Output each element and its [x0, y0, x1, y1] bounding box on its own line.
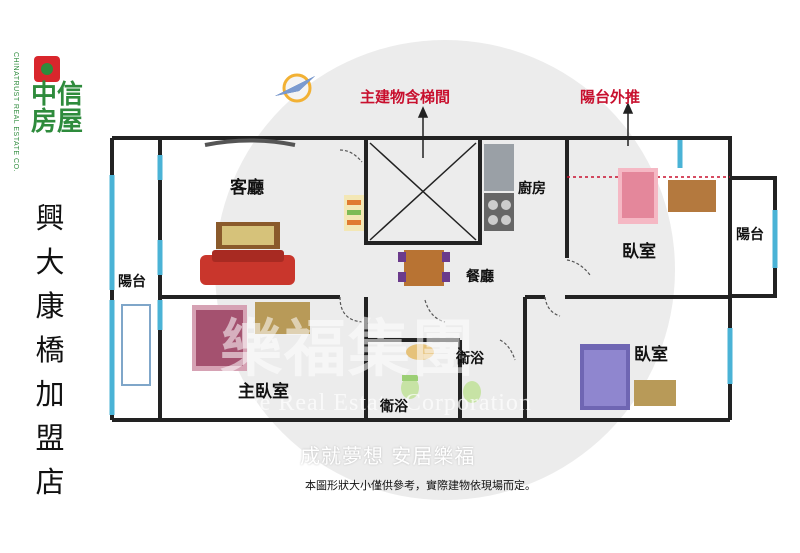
toilet-icon-2 — [463, 381, 481, 403]
bed-icon-2 — [580, 344, 630, 410]
room-label-bath-1: 衛浴 — [380, 399, 408, 415]
brand-name: 中信房屋 — [31, 80, 84, 137]
brand-vertical-text: CHINATRUST REAL ESTATE CO. — [12, 52, 19, 172]
dining-table-icon — [398, 250, 450, 286]
room-label-balcony-left: 陽台 — [118, 274, 146, 290]
room-label-living: 客廳 — [230, 178, 264, 198]
sink-icon — [406, 344, 434, 360]
store-name: 興大康橋加盟店 — [35, 201, 65, 499]
room-label-kitchen: 廚房 — [518, 181, 546, 197]
room-label-bedroom-1: 臥室 — [622, 242, 656, 262]
room-label-balcony-right: 陽台 — [736, 227, 764, 243]
coffee-table-top — [222, 226, 274, 245]
desk-icon-2 — [634, 380, 676, 406]
toilet-icon — [401, 375, 419, 399]
desk-icon — [668, 180, 716, 212]
clothes-rack-icon — [121, 304, 151, 386]
bed-icon — [618, 168, 658, 224]
brand-logo-icon — [34, 56, 60, 82]
room-label-dining: 餐廳 — [466, 269, 494, 285]
stairwell-note: 主建物含梯間 — [360, 88, 451, 106]
shoes-icon — [344, 195, 364, 231]
room-label-bedroom-2: 臥室 — [634, 345, 668, 365]
note-arrows — [417, 102, 634, 158]
room-label-bath-2: 衛浴 — [456, 351, 484, 367]
stove-icon — [484, 144, 514, 231]
dresser-icon — [255, 302, 310, 334]
slogan: 成就夢想 安居樂福 — [300, 444, 476, 468]
master-bed-icon — [192, 305, 247, 371]
footnote: 本圖形狀大小僅供參考，實際建物依現場而定。 — [305, 479, 536, 492]
compass-icon — [275, 73, 315, 103]
door-swings — [339, 149, 591, 361]
watermark-company-en: Love Real Estate Corporation — [218, 390, 532, 416]
watermark-company-cn: 樂福集團 — [220, 312, 477, 385]
balcony-extension-note: 陽台外推 — [580, 88, 641, 106]
tv-icon — [204, 138, 296, 147]
sofa-icon — [200, 250, 295, 285]
room-label-master-bedroom: 主臥室 — [238, 382, 289, 402]
stairwell-mark — [369, 142, 477, 241]
windows — [109, 140, 778, 415]
